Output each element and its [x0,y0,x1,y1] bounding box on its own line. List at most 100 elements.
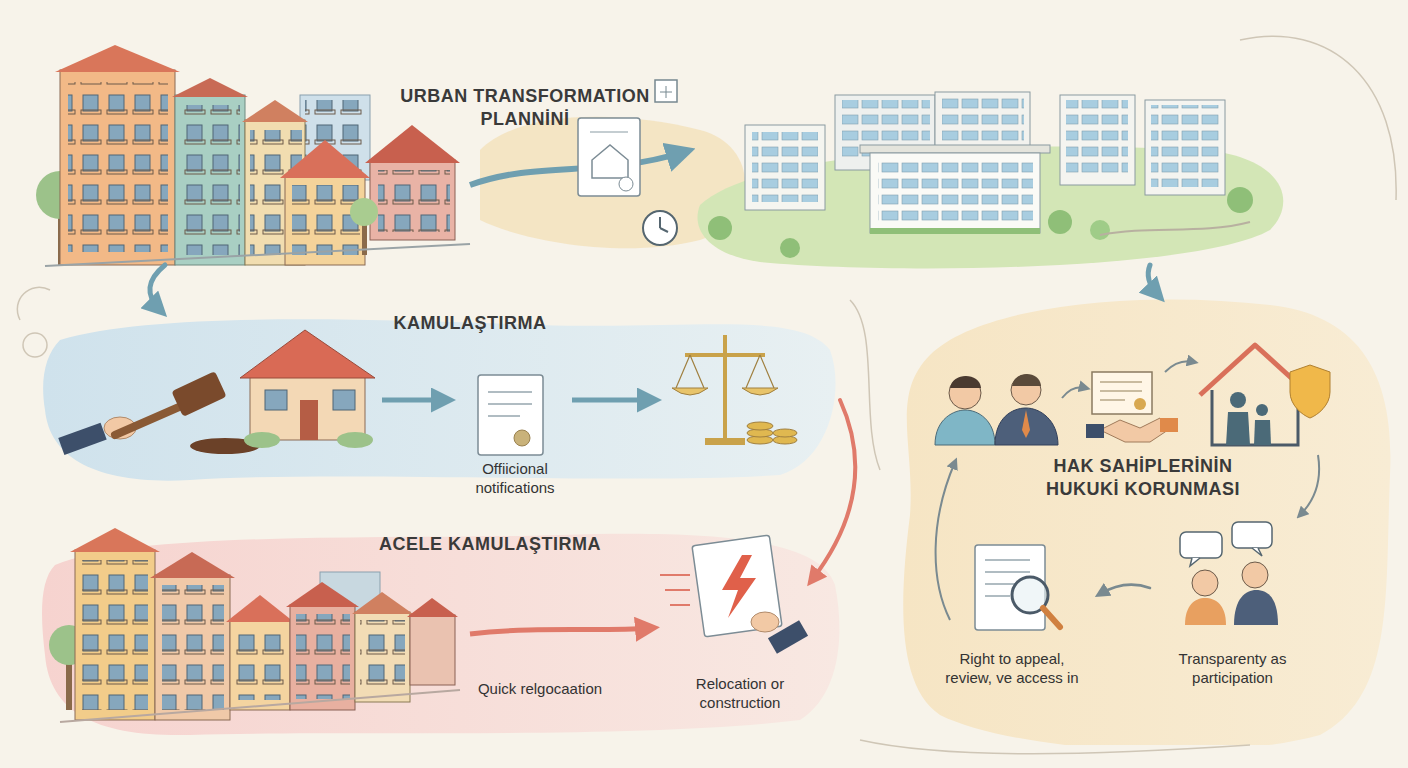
drawing-part [752,132,818,202]
drawing-part [1060,95,1135,185]
drawing-part [250,375,365,440]
drawing-part [1100,222,1250,235]
drawing-part [1180,532,1222,558]
drawing-part [1012,374,1041,386]
drawing-part [23,333,47,357]
drawing-part [296,614,350,699]
stage-heading: ACELE KAMULAŞTIRMA [370,533,610,556]
drawing-part [75,550,155,720]
drawing-part [230,620,290,710]
drawing-part [1100,382,1142,400]
drawing-part [1043,608,1060,627]
decor-lines [17,36,1396,754]
drawing-part [950,376,981,388]
drawing-part [240,330,375,378]
drawing-part [745,125,825,210]
drawing-part [723,335,727,440]
drawing-part [370,160,455,240]
drawing-part [290,605,355,710]
drawing-part [870,228,1040,234]
drawing-part [1232,522,1272,548]
drawing-part [300,400,318,440]
expropriation-band: KAMULAŞTIRMAOffiicional notifications [40,310,840,510]
drawing-part [382,398,446,403]
item-caption: Right to appeal, review, ve access in [937,650,1087,688]
drawing-part [643,211,677,245]
flow-arrow [1100,585,1150,594]
relocation-item: Relocation or construction [670,525,812,730]
drawing-part [860,145,1050,153]
drawing-part [1290,365,1330,418]
drawing-part [742,388,778,395]
drawing-part [478,375,543,455]
drawing-part [292,185,360,255]
flow-arrow [150,265,165,310]
drawing-part [82,560,148,710]
drawing-part [150,552,235,578]
region-fill [42,534,839,735]
drawing-part [572,398,652,403]
drawing-part [1100,418,1168,442]
drawing-part [685,353,765,357]
region-fill [43,319,835,480]
drawing-part [949,377,981,409]
drawing-part [488,392,532,416]
drawing-part [182,105,240,255]
drawing-part [1165,361,1194,372]
urgent-expropriation-band: ACELE KAMULAŞTIRMA Relocation or construc… [40,525,840,740]
drawing-part [360,620,405,692]
drawing-part [1254,420,1271,445]
drawing-part [1134,398,1146,410]
drawing-part [280,140,370,178]
drawing-part [1242,562,1268,588]
drawing-part [236,628,286,700]
drawing-part [286,582,359,607]
drawing-part [171,371,226,417]
item-caption: Transparenty as participation [1150,650,1315,688]
drawing-part [162,585,224,710]
drawing-part [352,592,413,614]
drawing-part [1090,220,1110,240]
drawing-part [1230,392,1246,408]
flow-arrow [812,400,855,580]
protection-region: HAK SAHİPLERİNİN HUKUKİ KORUNMASI Right t… [890,295,1395,745]
drawing-part [17,287,50,320]
stage-heading: URBAN TRANSFORMATION PLANNİNİ [380,85,670,130]
planning-stage: URBAN TRANSFORMATION PLANNİNİ [40,30,1300,265]
drawing-part [175,95,245,265]
drawing-part [60,70,175,265]
urgent-expropriation-icons [49,528,808,722]
drawing-part [244,432,280,448]
drawing-part [619,177,633,191]
drawing-part [60,690,460,722]
drawing-part [1092,372,1152,414]
drawing-part [70,528,160,552]
drawing-part [265,390,287,410]
drawing-part [1160,418,1178,432]
drawing-part [692,535,782,637]
stage-heading: KAMULAŞTIRMA [370,312,570,335]
drawing-part [172,78,248,97]
drawing-part [155,575,230,720]
drawing-part [751,612,779,632]
drawing-part [45,244,470,266]
drawing-part [378,170,450,232]
drawing-part [676,355,774,388]
drawing-part [470,152,684,185]
flow-arrow [1148,265,1158,295]
drawing-part [672,388,708,395]
stage-heading: HAK SAHİPLERİNİN HUKUKİ KORUNMASI [1028,455,1258,500]
drawing-part [1212,390,1298,445]
region-shape [40,310,840,510]
drawing-part [1011,375,1041,405]
drawing-part [407,598,458,617]
region-fill [903,299,1390,745]
expropriation-icons [58,330,797,455]
drawing-part [1086,424,1104,438]
drawing-part [660,217,668,232]
drawing-part [1048,210,1072,234]
drawing-part [935,410,995,445]
new-buildings [698,92,1284,268]
drawing-part [58,423,106,455]
old-buildings [36,45,470,266]
